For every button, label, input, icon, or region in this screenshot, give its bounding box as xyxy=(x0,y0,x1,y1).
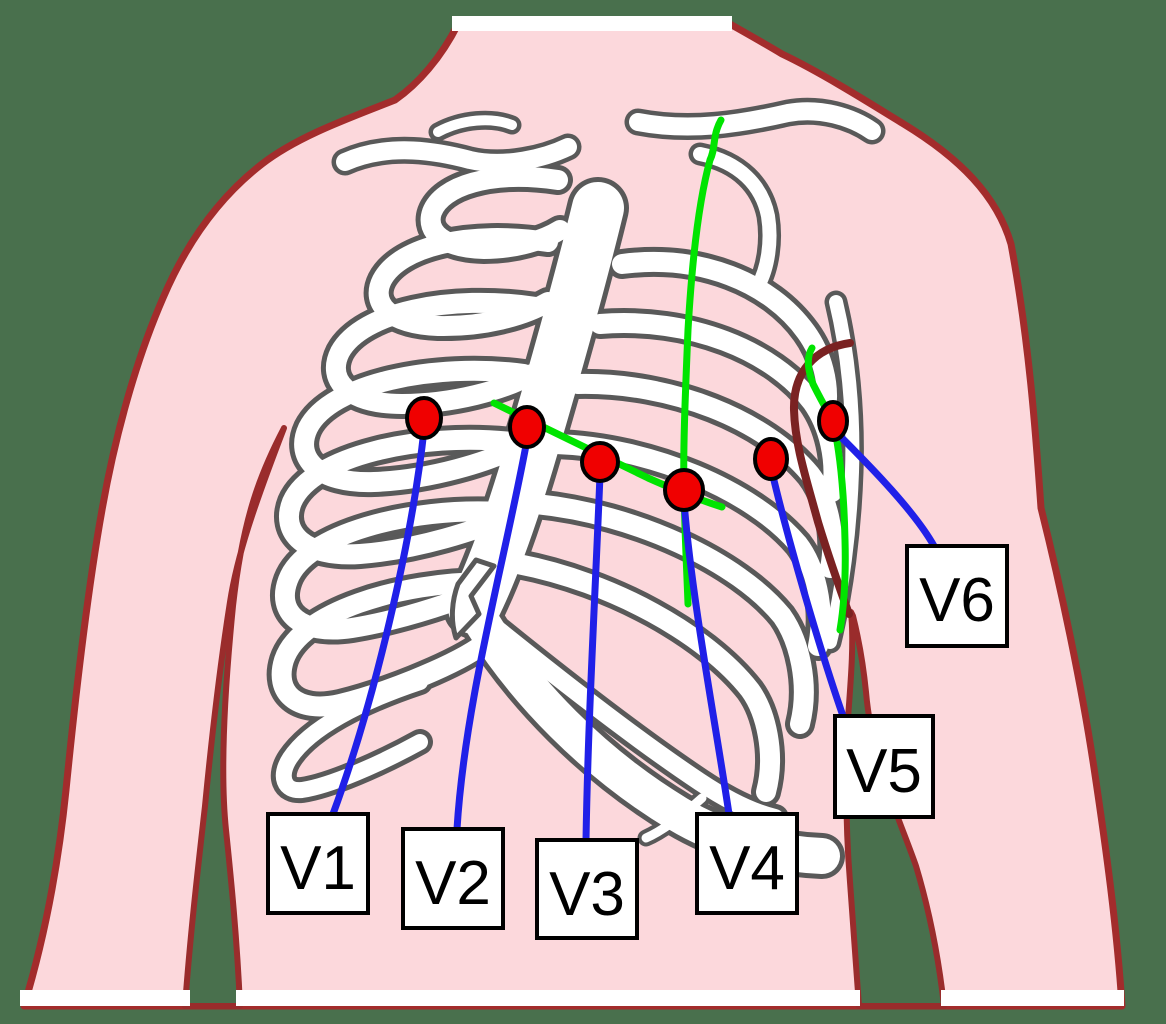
rib-right-7-fill xyxy=(508,554,780,802)
label-box-v4: V4 xyxy=(695,812,799,915)
right-arm-cut-bar xyxy=(941,990,1124,1006)
label-text-v6: V6 xyxy=(919,566,995,635)
label-box-v2: V2 xyxy=(401,827,505,930)
label-text-v5: V5 xyxy=(846,737,922,806)
label-box-v2-frame xyxy=(401,827,505,930)
lead-wire-v3 xyxy=(582,471,604,844)
rib-right-5-fill xyxy=(546,434,831,656)
rib-tip-11-fill xyxy=(641,793,707,843)
rib-left-8-fill xyxy=(275,674,428,799)
electrode-v5 xyxy=(753,437,789,481)
lead-labels: V1 V2 V3 V4 V5 V6 xyxy=(266,544,1009,940)
clavicle-left-fill xyxy=(336,138,577,172)
rib-left-2-fill xyxy=(368,228,558,337)
lead-wire-v4 xyxy=(680,498,733,818)
acromion-left-fill xyxy=(433,115,517,137)
lead-wire-v1 xyxy=(329,426,428,818)
rib-left-4-fill xyxy=(294,360,534,493)
label-box-v4-frame xyxy=(695,812,799,915)
neck-cut-bar xyxy=(452,16,732,31)
label-box-v1: V1 xyxy=(266,812,370,915)
lead-wire-v6 xyxy=(834,430,938,550)
rib-right-4-fill xyxy=(568,373,843,578)
clavicle-right-fill xyxy=(629,102,881,140)
label-text-v4: V4 xyxy=(709,834,785,903)
xiphoid-process xyxy=(449,557,497,641)
lead-wire-v2 xyxy=(453,436,531,833)
lead-wire-v5 xyxy=(768,468,847,720)
rib-left-3-fill xyxy=(325,292,546,414)
label-box-v3-frame xyxy=(535,838,639,940)
rib-right-6-fill xyxy=(526,494,814,734)
rib-right-2-fill xyxy=(612,251,837,420)
label-box-v3: V3 xyxy=(535,838,639,940)
label-box-v6-frame xyxy=(905,544,1009,648)
left-arm-cut-bar xyxy=(20,990,190,1006)
electrodes xyxy=(405,396,849,512)
lead-wires xyxy=(329,426,938,844)
electrode-v2 xyxy=(508,405,546,449)
label-text-v1: V1 xyxy=(280,834,356,903)
label-box-v6: V6 xyxy=(905,544,1009,648)
electrode-v3 xyxy=(580,441,620,483)
label-box-v5: V5 xyxy=(833,714,935,819)
rib-left-6-fill xyxy=(275,501,510,640)
rib-right-1-fill xyxy=(693,147,777,293)
label-text-v3: V3 xyxy=(549,860,625,929)
label-text-v2: V2 xyxy=(415,849,491,918)
electrode-v1 xyxy=(405,396,443,440)
electrode-v6 xyxy=(817,400,849,442)
rib-left-5-fill xyxy=(279,429,522,565)
label-box-v1-frame xyxy=(266,812,370,915)
label-box-v5-frame xyxy=(833,714,935,819)
rib-right-8-fill xyxy=(483,616,784,827)
torso-cut-bar xyxy=(236,990,860,1006)
electrode-v4 xyxy=(663,468,705,512)
